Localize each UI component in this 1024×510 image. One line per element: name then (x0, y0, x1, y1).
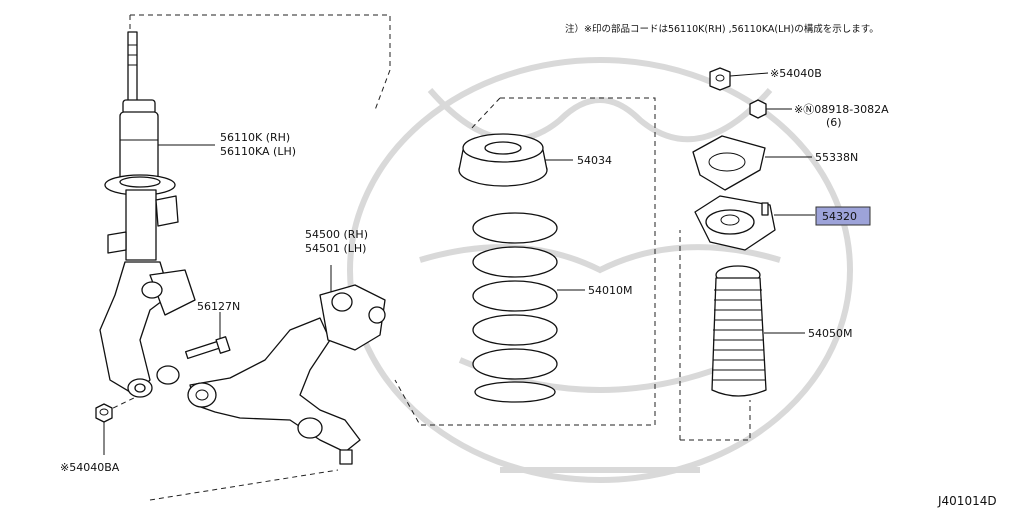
callout-insulator-plate[interactable]: 55338N (815, 151, 858, 164)
callout-nut-b[interactable]: ※54040B (770, 67, 822, 80)
bolt-part (184, 336, 231, 360)
leader-lines (103, 72, 815, 455)
small-bolt-part (749, 99, 767, 119)
coil-spring-part (472, 212, 558, 403)
callout-spring[interactable]: 54010M (588, 284, 632, 297)
callout-bolt[interactable]: 56127N (197, 300, 240, 313)
callout-bound-bumper[interactable]: 54050M (808, 327, 852, 340)
strut-assembly (99, 31, 196, 398)
callout-lower-arm-lh[interactable]: 54501 (LH) (305, 242, 366, 255)
insulator-plate-part (692, 135, 766, 191)
callout-lower-arm-rh[interactable]: 54500 (RH) (305, 228, 368, 241)
nut-part-b (709, 67, 731, 91)
header-note: 注）※印の部品コードは56110K(RH) ,56110KA(LH)の構成を示し… (565, 23, 879, 35)
callout-bolt-std[interactable]: ※Ⓝ08918-3082A (794, 103, 889, 116)
mounting-insulator-part (694, 195, 776, 251)
nut-part-ba (95, 403, 113, 423)
callout-strut-rh[interactable]: 56110K (RH) (220, 131, 290, 144)
callout-bolt-std-qty: (6) (826, 116, 842, 129)
callout-mounting-insulator[interactable]: 54320 (822, 210, 857, 223)
drawing-code: J401014D (937, 494, 997, 508)
callout-nut-ba[interactable]: ※54040BA (60, 461, 120, 474)
callout-highlight-box (815, 206, 871, 226)
callout-strut-lh[interactable]: 56110KA (LH) (220, 145, 296, 158)
spring-seat-part (458, 133, 548, 187)
assembly-boundary-lines (104, 14, 751, 501)
bound-bumper-part (711, 265, 767, 397)
callout-spring-seat[interactable]: 54034 (577, 154, 612, 167)
watermark-emblem (347, 57, 853, 483)
lower-arm-part (187, 284, 386, 465)
